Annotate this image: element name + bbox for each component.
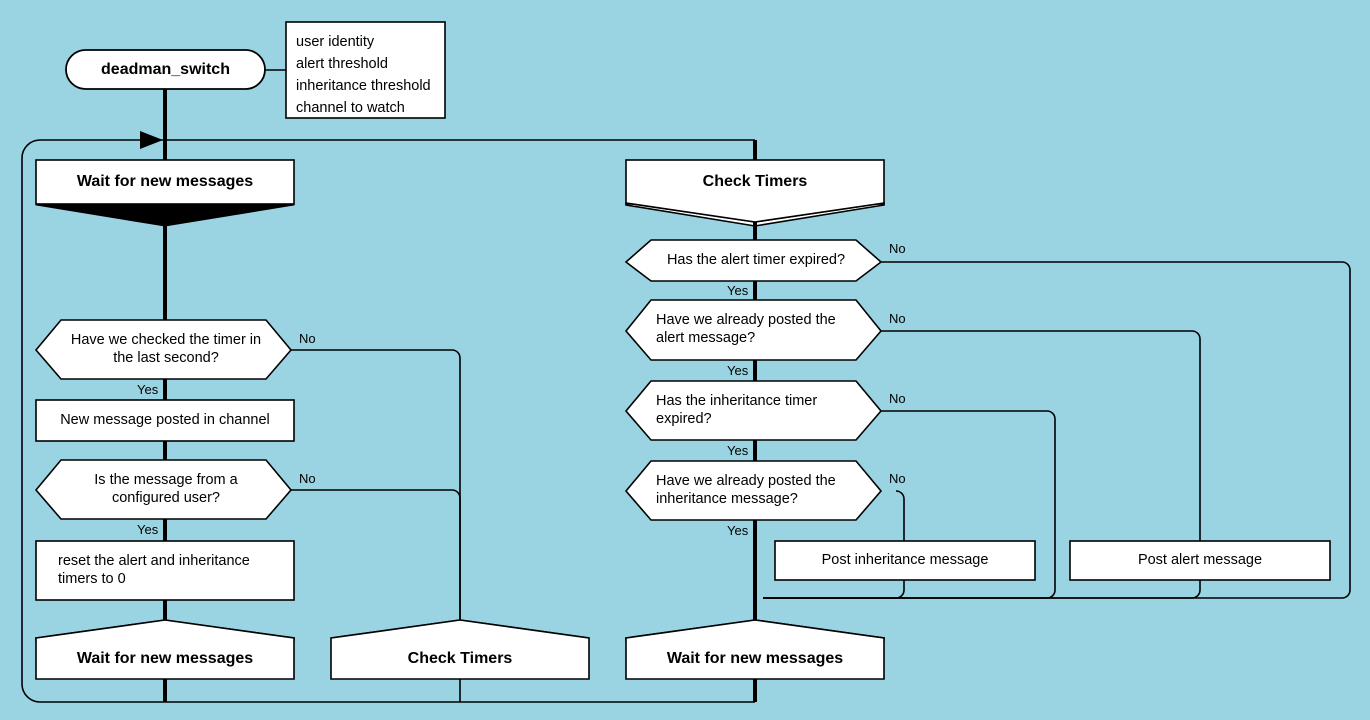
dec-inherit-expired-shape[interactable] xyxy=(624,380,883,441)
edge-postedinherit-no xyxy=(763,490,905,599)
edge-configureduser-no xyxy=(291,489,461,620)
check-top-tail xyxy=(625,202,885,223)
edge-checkedtimer-no xyxy=(291,349,461,620)
arrowhead-loop-entry xyxy=(140,131,163,149)
edge-alertexpired-no xyxy=(763,261,1351,599)
edge-inheritexpired-no xyxy=(763,410,1056,599)
dec-posted-alert-shape[interactable] xyxy=(624,299,883,361)
proc-post-alert-shape[interactable] xyxy=(1069,540,1331,581)
dec-alert-expired-shape[interactable] xyxy=(624,239,883,282)
check-bottom-mid-shape[interactable] xyxy=(330,619,590,680)
wait-bottom-right-shape[interactable] xyxy=(625,619,885,680)
dec-posted-inherit-shape[interactable] xyxy=(624,460,883,521)
note-shape xyxy=(285,21,446,119)
proc-new-message-shape[interactable] xyxy=(35,399,295,442)
wait-top-shape[interactable] xyxy=(35,159,295,205)
outer-loop-container xyxy=(21,139,755,703)
start-node-shape[interactable] xyxy=(65,49,266,90)
edge-postedalert-no xyxy=(763,330,1201,599)
dec-checked-timer-shape[interactable] xyxy=(34,319,293,380)
proc-post-inherit-shape[interactable] xyxy=(774,540,1036,581)
proc-reset-timers-shape[interactable] xyxy=(35,540,295,601)
dec-configured-user-shape[interactable] xyxy=(34,459,293,520)
wait-bottom-left-shape[interactable] xyxy=(35,619,295,680)
check-top-shape[interactable] xyxy=(625,159,885,205)
